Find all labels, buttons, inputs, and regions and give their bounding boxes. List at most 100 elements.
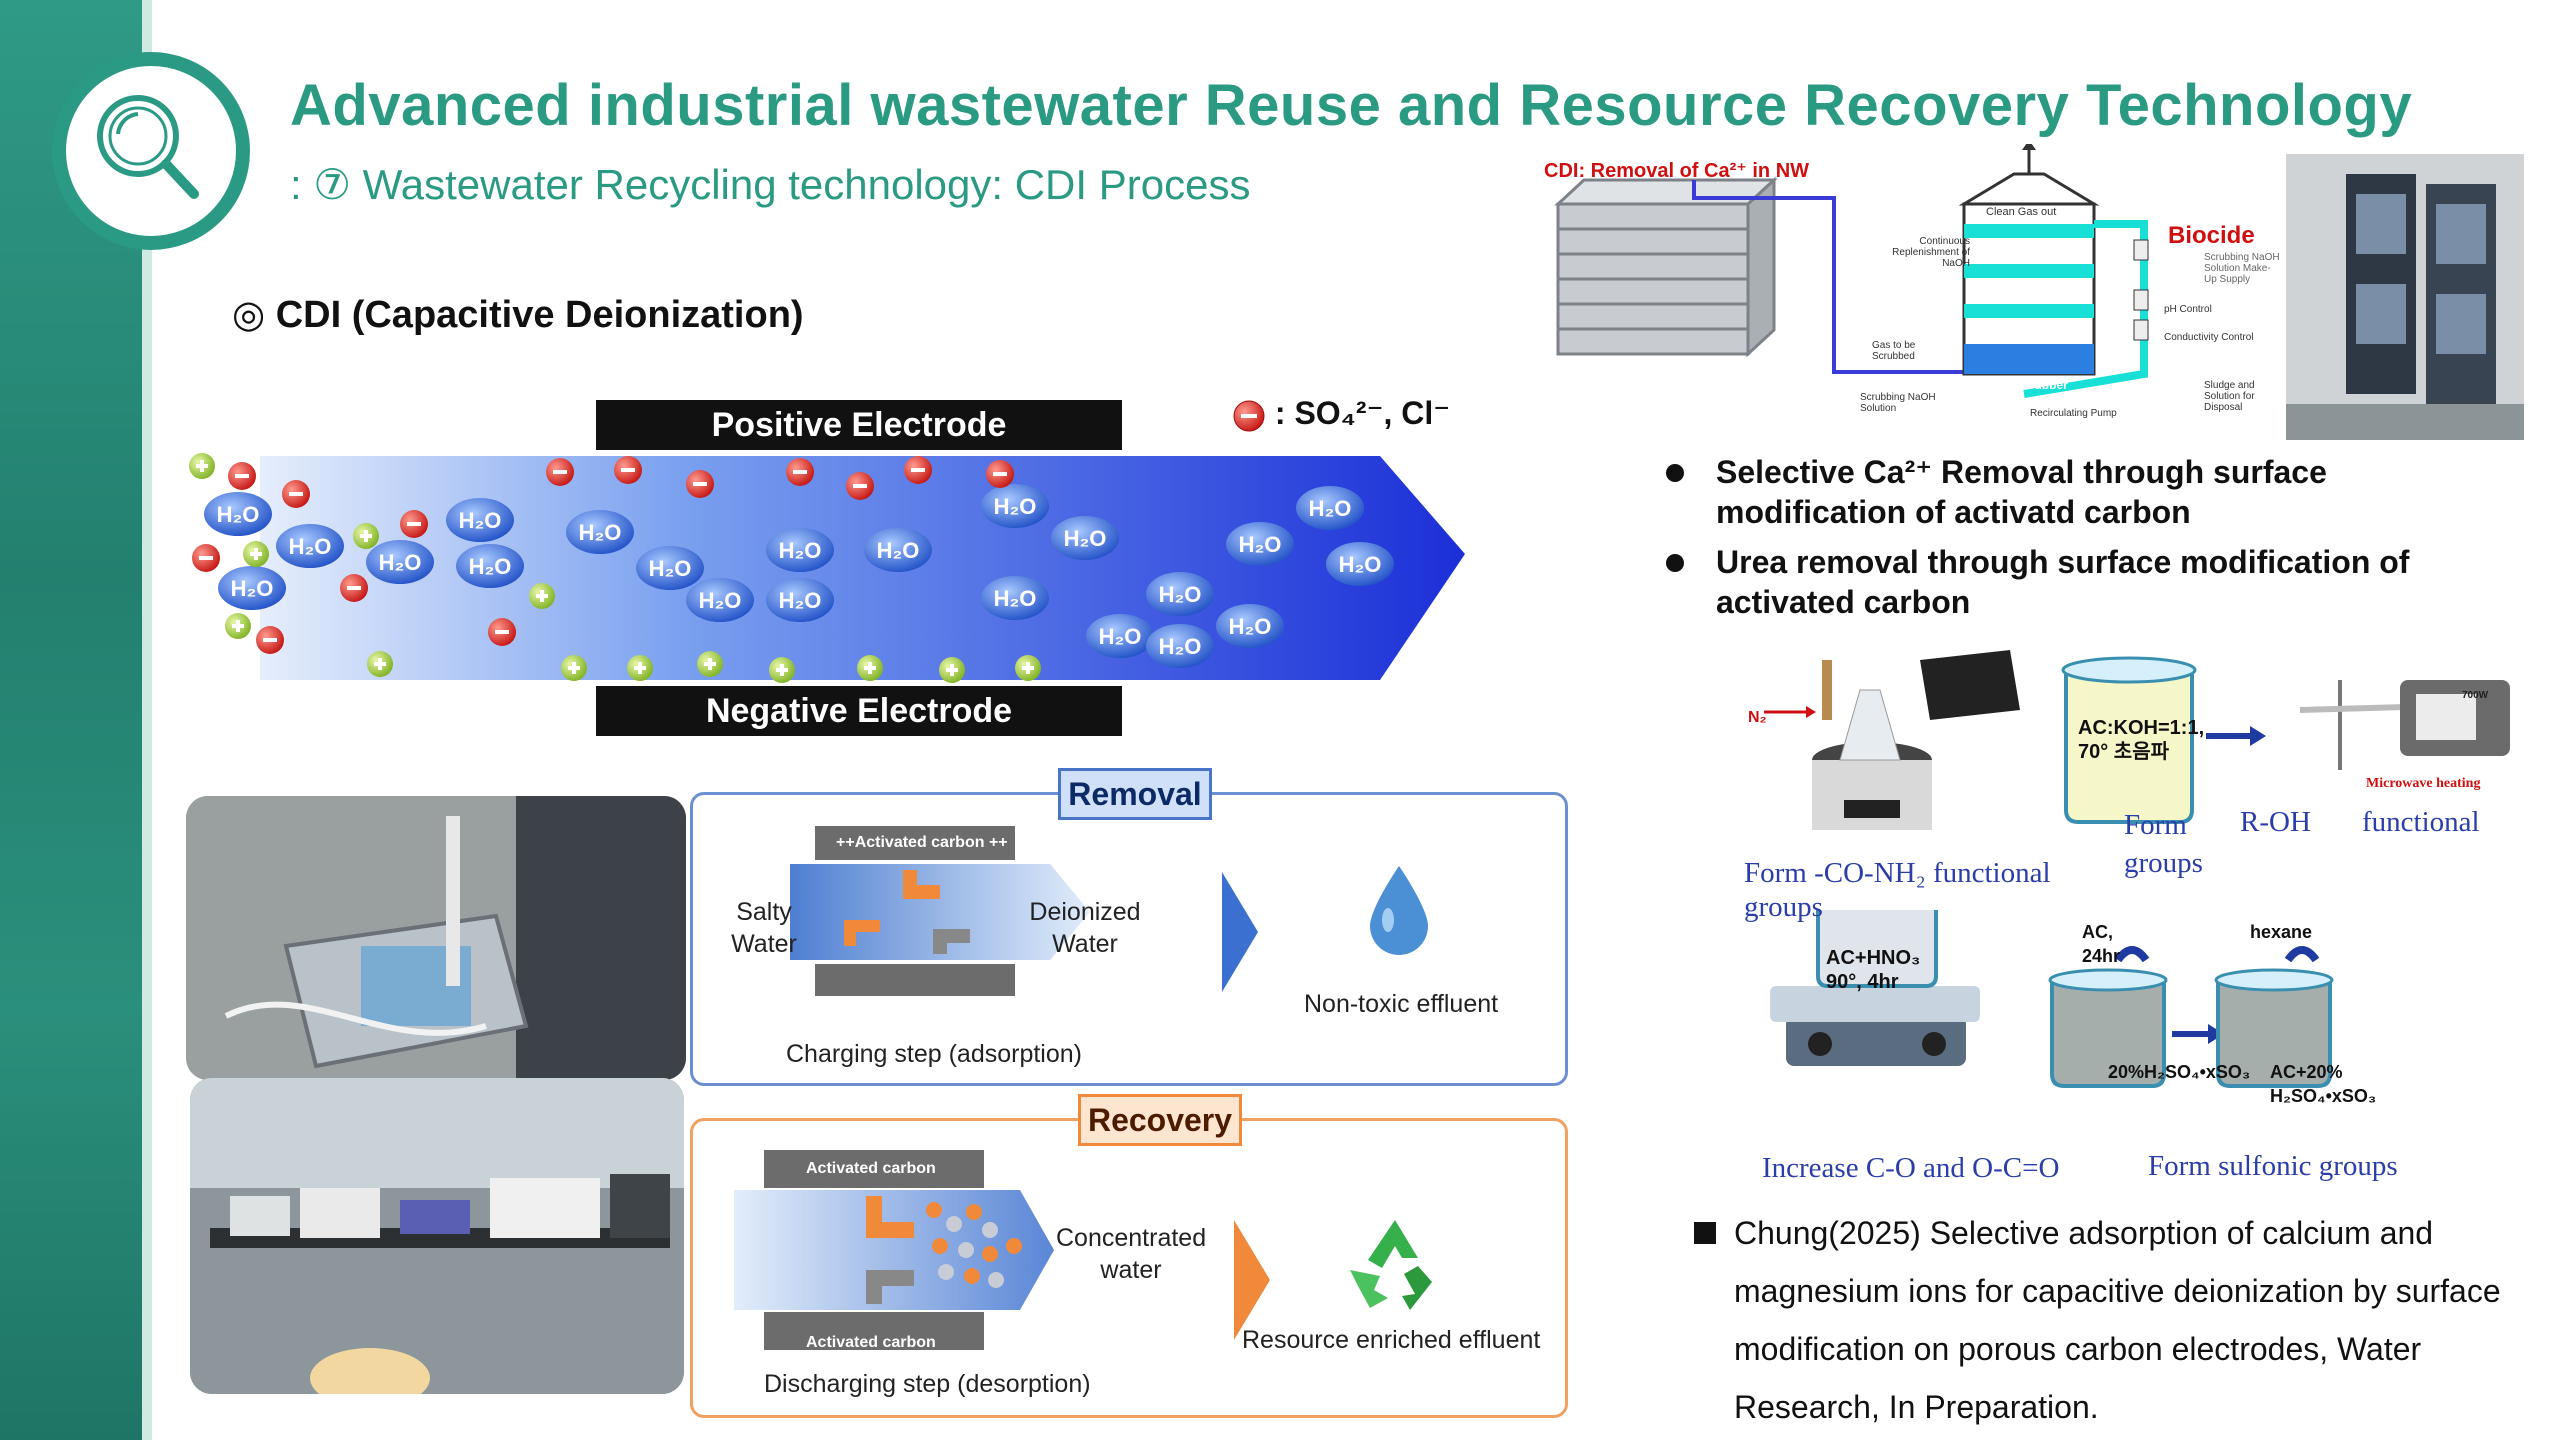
microwave-label: Microwave heating: [2366, 776, 2481, 791]
non-toxic-effluent-label: Non-toxic effluent: [1304, 990, 1499, 1018]
cation-icon: [243, 541, 269, 567]
continuous-label: Continuous Replenishment of NaOH: [1892, 236, 1970, 269]
svg-text:H₂O: H₂O: [649, 556, 692, 581]
charging-step-label: Charging step (adsorption): [786, 1040, 1082, 1068]
bullet-item: Urea removal through surface modificatio…: [1666, 542, 2496, 622]
water-molecule-icon: H₂O: [766, 578, 834, 622]
svg-text:H₂O: H₂O: [994, 494, 1037, 519]
gas-scrubbed-label: Gas to be Scrubbed: [1872, 340, 1916, 362]
ph-control-label: pH Control: [2164, 304, 2212, 315]
anions: [192, 456, 1014, 654]
anion-icon: [400, 510, 428, 538]
water-molecule-icon: H₂O: [456, 544, 524, 588]
cation-icon: [1015, 655, 1041, 681]
page-title: Advanced industrial wastewater Reuse and…: [290, 73, 2413, 138]
bullet-dot-icon: [1666, 554, 1684, 572]
svg-text:H₂O: H₂O: [1309, 496, 1352, 521]
svg-text:H₂O: H₂O: [379, 550, 422, 575]
svg-text:H₂O: H₂O: [1159, 634, 1202, 659]
anion-icon: [786, 458, 814, 486]
removal-arrow-icon: [1222, 872, 1258, 992]
magnifier-logo: [52, 52, 250, 250]
clean-gas-label: Clean Gas out: [1986, 206, 2057, 218]
lab-setup-illustration: [190, 1078, 684, 1394]
hno3-recipe: AC+HNO₃ 90°, 4hr: [1826, 947, 1921, 993]
h2so4-recipe: 20%H₂SO₄•xSO₃: [2108, 1062, 2251, 1082]
svg-text:H₂O: H₂O: [469, 554, 512, 579]
cdi-system-diagram: [1554, 144, 2149, 398]
reference-square-icon: [1694, 1222, 1716, 1244]
removal-top-electrode: ++Activated carbon ++: [836, 834, 1008, 851]
recycle-icon: [1350, 1220, 1432, 1310]
svg-text:H₂O: H₂O: [1229, 614, 1272, 639]
cation-icon: [189, 453, 215, 479]
water-molecule-icon: H₂O: [864, 528, 932, 572]
removal-bottom-electrode: - - Activated carbon - -: [842, 1006, 1011, 1023]
water-molecule-icon: H₂O: [204, 492, 272, 536]
ion-dot-icon: [938, 1264, 954, 1280]
concentrated-water-label: Concentrated water: [1056, 1224, 1207, 1284]
anion-icon: [686, 470, 714, 498]
cation-icon: [353, 523, 379, 549]
recovery-tag: Recovery: [1078, 1094, 1242, 1146]
ion-legend: : SO₄²⁻, Cl⁻: [1232, 394, 1450, 433]
water-molecule-icon: H₂O: [1326, 542, 1394, 586]
resource-enriched-label: Resource enriched effluent: [1242, 1326, 1541, 1354]
scrubbing-solution-label: Scrubbing NaOH Solution: [1860, 392, 1936, 414]
water-molecule-icon: H₂O: [1051, 516, 1119, 560]
anion-icon: [192, 544, 220, 572]
recovery-arrow-icon: [1234, 1220, 1270, 1340]
ion-dot-icon: [958, 1242, 974, 1258]
reference-text: Chung(2025) Selective adsorption of calc…: [1694, 1204, 2534, 1436]
water-molecule-icon: H₂O: [566, 510, 634, 554]
water-molecule-icon: H₂O: [636, 546, 704, 590]
removal-tag: Removal: [1058, 768, 1212, 820]
surface-modification-schematic: [1764, 650, 2510, 1088]
svg-text:H₂O: H₂O: [1064, 526, 1107, 551]
svg-text:H₂O: H₂O: [1339, 552, 1382, 577]
cdi-ca-label: CDI: Removal of Ca²⁺ in NW: [1544, 160, 1810, 182]
water-molecule-icon: H₂O: [276, 524, 344, 568]
makeup-label: Scrubbing NaOH Solution Make-Up Supply: [2204, 252, 2280, 285]
negative-electrode-label: Negative Electrode: [596, 686, 1122, 736]
ion-dot-icon: [964, 1268, 980, 1284]
cdi-cell-illustration: [186, 796, 686, 1080]
ion-dot-icon: [966, 1204, 982, 1220]
roh-caption: R-OH: [2240, 806, 2311, 838]
svg-text:H₂O: H₂O: [1099, 624, 1142, 649]
water-molecule-icon: H₂O: [446, 498, 514, 542]
svg-text:H₂O: H₂O: [459, 508, 502, 533]
sulfonic-caption: Form sulfonic groups: [2148, 1150, 2398, 1182]
water-molecule-icon: H₂O: [1216, 604, 1284, 648]
water-molecule-icon: H₂O: [218, 566, 286, 610]
water-drop-icon: [1370, 866, 1428, 955]
salty-water-label: Salty Water: [731, 898, 797, 958]
svg-text:H₂O: H₂O: [1159, 582, 1202, 607]
bullet-dot-icon: [1666, 464, 1684, 482]
ion-dot-icon: [932, 1238, 948, 1254]
svg-text:H₂O: H₂O: [877, 538, 920, 563]
page-subtitle: : ⑦ Wastewater Recycling technology: CDI…: [290, 161, 1251, 208]
recovery-bottom-electrode: Activated carbon: [806, 1334, 936, 1351]
anion-icon: [340, 574, 368, 602]
water-molecule-icon: H₂O: [686, 578, 754, 622]
cdi-cell-photo: [186, 796, 686, 1080]
pilot-plant-illustration: [2286, 154, 2524, 440]
amide-caption: Form -CO-NH₂ functional groups: [1744, 857, 2051, 923]
ion-legend-text: : SO₄²⁻, Cl⁻: [1274, 395, 1451, 431]
biocide-label: Biocide: [2168, 222, 2255, 249]
anion-icon: [546, 458, 574, 486]
svg-text:H₂O: H₂O: [994, 586, 1037, 611]
svg-text:H₂O: H₂O: [779, 588, 822, 613]
water-molecule-icon: H₂O: [1146, 572, 1214, 616]
koh-recipe: AC:KOH=1:1, 70° 초음파: [2078, 717, 2205, 763]
water-molecule-icon: H₂O: [1296, 486, 1364, 530]
svg-text:H₂O: H₂O: [779, 538, 822, 563]
cation-icon: [529, 583, 555, 609]
ion-dot-icon: [946, 1216, 962, 1232]
cation-icon: [561, 655, 587, 681]
wet-scrubber-label: Wet Scrubber: [1990, 378, 2068, 392]
anion-icon: [846, 472, 874, 500]
reference-body: Chung(2025) Selective adsorption of calc…: [1734, 1215, 2501, 1425]
